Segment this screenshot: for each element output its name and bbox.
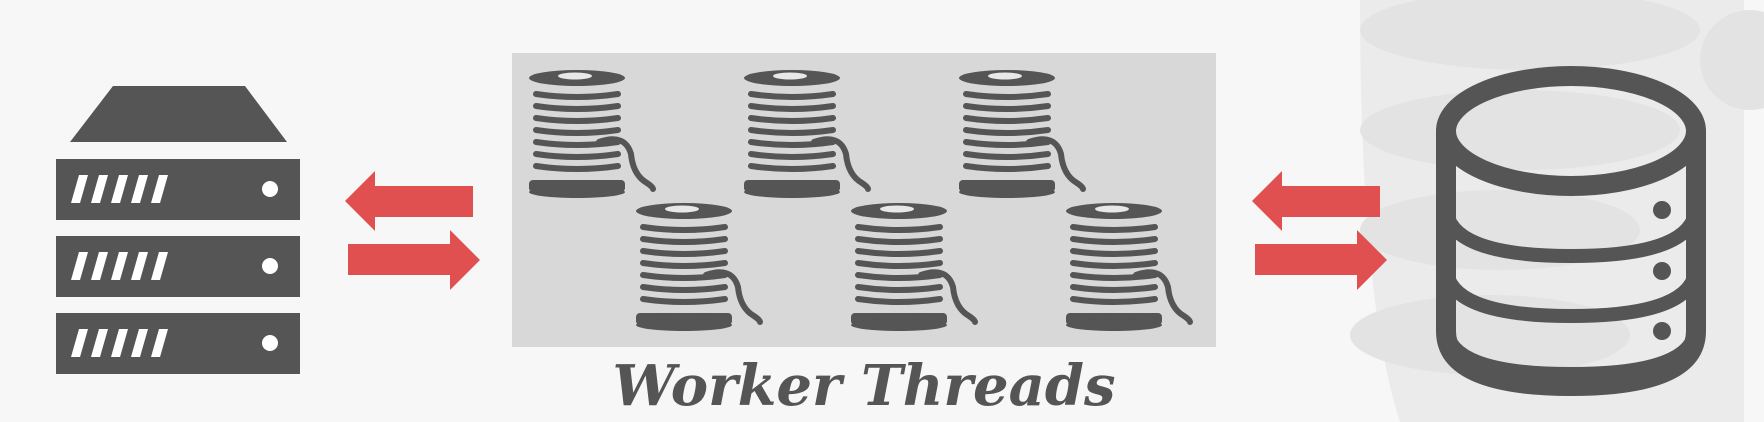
bidirectional-arrows-icon — [345, 171, 480, 290]
thread-spool-icon — [634, 202, 764, 337]
arrow-right-icon — [1255, 230, 1387, 290]
database-top — [1436, 66, 1706, 196]
worker-threads-caption: Worker Threads — [612, 353, 1116, 419]
server-top — [70, 86, 287, 142]
database-indicator — [1653, 262, 1671, 280]
arrow-left-icon — [1252, 171, 1380, 231]
thread-spool-icon — [1064, 202, 1194, 337]
thread-spool-icon — [742, 69, 872, 204]
bidirectional-arrows-icon — [1252, 171, 1387, 290]
thread-spool-icon — [849, 202, 979, 337]
arrow-right-icon — [348, 230, 480, 290]
worker-threads-panel — [512, 53, 1216, 347]
database-icon — [1436, 66, 1706, 396]
thread-spool-icon — [527, 69, 657, 204]
server-rack-icon — [56, 86, 300, 374]
arrow-left-icon — [345, 171, 473, 231]
database-indicator — [1653, 201, 1671, 219]
database-indicator — [1653, 322, 1671, 340]
thread-spool-icon — [957, 69, 1087, 204]
